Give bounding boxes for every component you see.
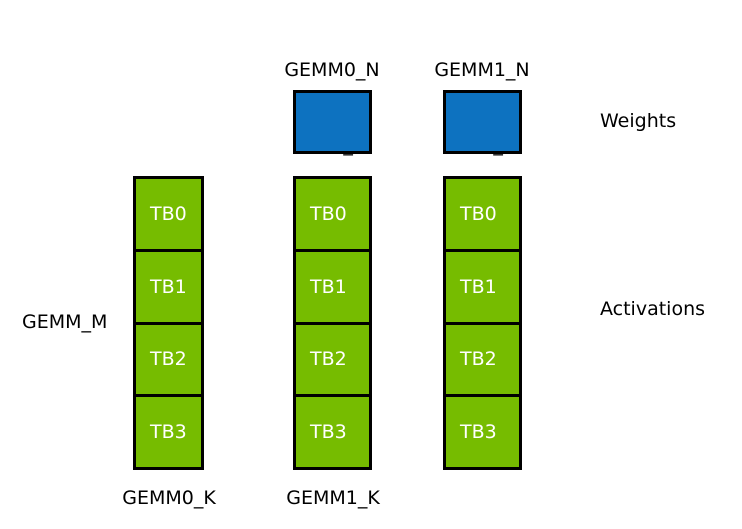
tb-cell[interactable]: TB3: [133, 395, 204, 470]
gemm1-n-header-line1: GEMM1_N: [434, 59, 530, 81]
tb-cell[interactable]: TB1: [443, 249, 522, 325]
gemm0-n-header-line1: GEMM0_N: [284, 59, 380, 81]
tb-cell[interactable]: TB3: [443, 395, 522, 470]
tb-cell[interactable]: TB1: [133, 249, 204, 325]
gemm0-activation-column[interactable]: TB0 TB1 TB2 TB3: [293, 176, 372, 470]
gemm1-activation-column[interactable]: TB0 TB1 TB2 TB3: [443, 176, 522, 470]
tb-cell[interactable]: TB0: [293, 176, 372, 252]
tb-cell[interactable]: TB2: [443, 322, 522, 398]
gemm1-k-axis-label: GEMM1_K: [286, 487, 380, 509]
gemm-m-activation-column[interactable]: TB0 TB1 TB2 TB3: [133, 176, 204, 470]
weights-row-label: Weights: [600, 110, 677, 132]
gemm1-weight-block[interactable]: [443, 90, 522, 154]
gemm0-weight-block[interactable]: [293, 90, 372, 154]
gemm-m-axis-label: GEMM_M: [22, 311, 108, 333]
tb-cell[interactable]: TB2: [293, 322, 372, 398]
gemm0-k-axis-label: GEMM0_K: [122, 487, 216, 509]
activations-row-label: Activations: [600, 298, 706, 320]
tb-cell[interactable]: TB0: [133, 176, 204, 252]
tb-cell[interactable]: TB1: [293, 249, 372, 325]
tb-cell[interactable]: TB3: [293, 395, 372, 470]
tb-cell[interactable]: TB0: [443, 176, 522, 252]
tb-cell[interactable]: TB2: [133, 322, 204, 398]
